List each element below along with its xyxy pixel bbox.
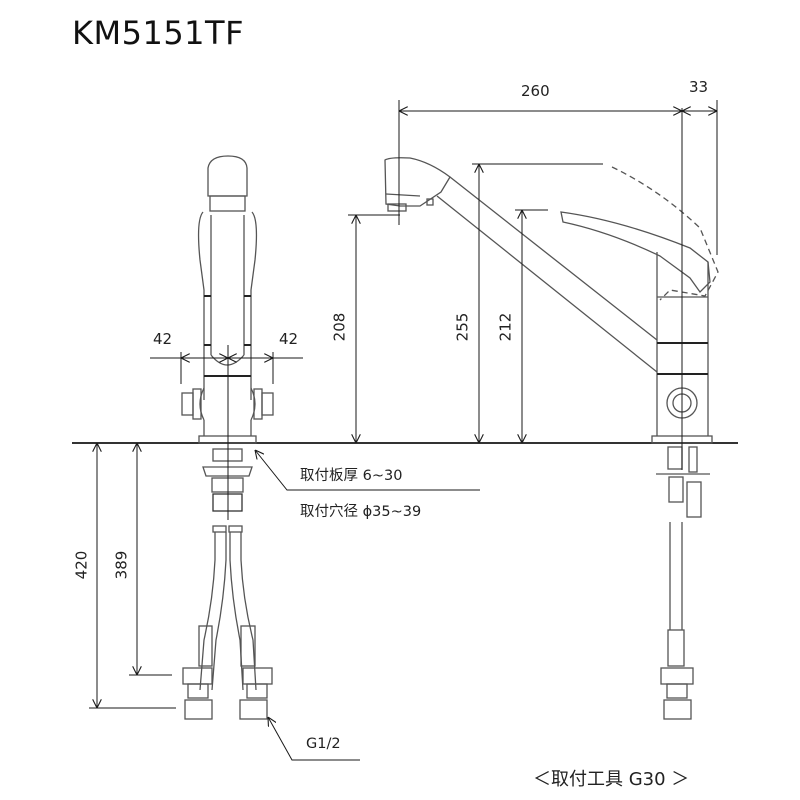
model-title: KM5151TF — [72, 14, 244, 52]
dim-33: 33 — [689, 78, 709, 96]
dim-260: 260 — [521, 82, 550, 100]
thread-note: G1/2 — [306, 736, 341, 752]
side-view — [384, 157, 719, 720]
height-dimensions — [348, 163, 603, 443]
hose-length-dimensions — [89, 443, 176, 709]
note-leaders — [255, 450, 480, 761]
dim-255: 255 — [453, 312, 472, 342]
hole-diameter-note: 取付穴径 ϕ35~39 — [300, 504, 422, 520]
spacing-dimension — [150, 352, 303, 384]
dim-212: 212 — [496, 312, 515, 342]
dim-389: 389 — [112, 550, 131, 580]
dim-42-left: 42 — [153, 330, 173, 348]
reach-dimension — [398, 100, 718, 255]
dim-42-right: 42 — [279, 330, 299, 348]
dim-208: 208 — [330, 312, 349, 342]
dim-420: 420 — [72, 550, 91, 580]
installation-tool-note: ＜取付工具 G30 ＞ — [533, 769, 690, 790]
plate-thickness-note: 取付板厚 6~30 — [300, 468, 403, 484]
